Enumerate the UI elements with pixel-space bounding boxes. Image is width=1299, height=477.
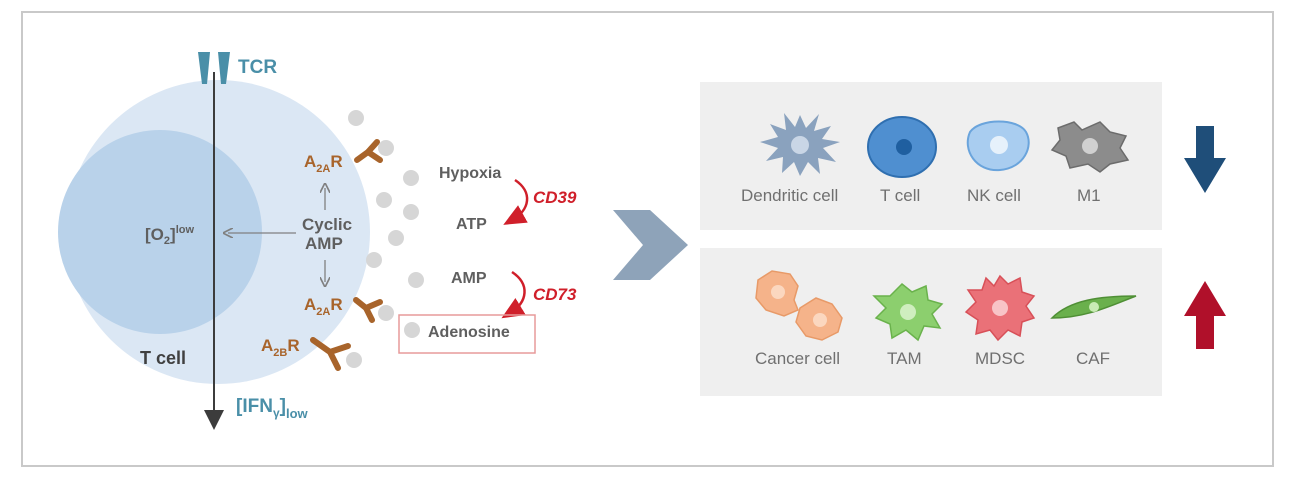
a2a-receptor-label-bottom: A2AR [304,295,343,318]
cyclic-amp-label-line1: Cyclic [302,215,352,234]
cyclic-amp-label-line2: AMP [305,234,343,253]
a2b-receptor-label: A2BR [261,336,300,359]
cancer-cell-icon [755,270,843,341]
t-cell-nucleus [58,130,262,334]
m1-label: M1 [1077,186,1101,205]
t-cell-graphic [58,80,370,384]
mdsc-icon [964,274,1036,342]
cd39-arrow [503,178,529,225]
amp-label: AMP [451,270,487,287]
dendritic-cell-icon [760,113,840,176]
m1-macrophage-icon [1050,121,1130,173]
a2b-receptor-icon [310,337,351,371]
mdsc-label: MDSC [975,349,1025,368]
a2a-receptor-icon-bottom [353,297,383,323]
oxygen-label: [O2]low [145,224,194,247]
tcr-receptor-icon [198,52,230,84]
cd39-label: CD39 [533,188,577,207]
effect-chevron-arrow [613,210,688,280]
decrease-arrow-icon [1184,126,1226,193]
t-cell-icon [867,116,937,178]
a2a-receptor-label-top: A2AR [304,152,343,175]
adenosine-box [398,314,536,354]
nk-cell-icon [966,120,1030,172]
adenosine-molecules [346,110,424,368]
adenosine-label: Adenosine [428,324,510,341]
cancer-cell-label: Cancer cell [755,349,840,368]
t-cell-label: T cell [140,348,186,368]
increase-arrow-icon [1184,281,1226,349]
nk-cell-label: NK cell [967,186,1021,205]
cd73-label: CD73 [533,285,577,304]
caf-label: CAF [1076,349,1110,368]
hypoxia-label: Hypoxia [439,165,501,182]
dendritic-cell-label: Dendritic cell [741,186,838,205]
ifn-gamma-label: [IFNγ]low [236,396,309,421]
tam-label: TAM [887,349,922,368]
a2a-receptor-icon-top [354,139,383,163]
atp-label: ATP [456,216,487,233]
t-cell-panel-label: T cell [880,186,920,205]
tam-icon [872,282,944,342]
tcr-label: TCR [238,57,277,78]
caf-icon [1050,295,1137,319]
cd73-arrow [501,270,526,319]
